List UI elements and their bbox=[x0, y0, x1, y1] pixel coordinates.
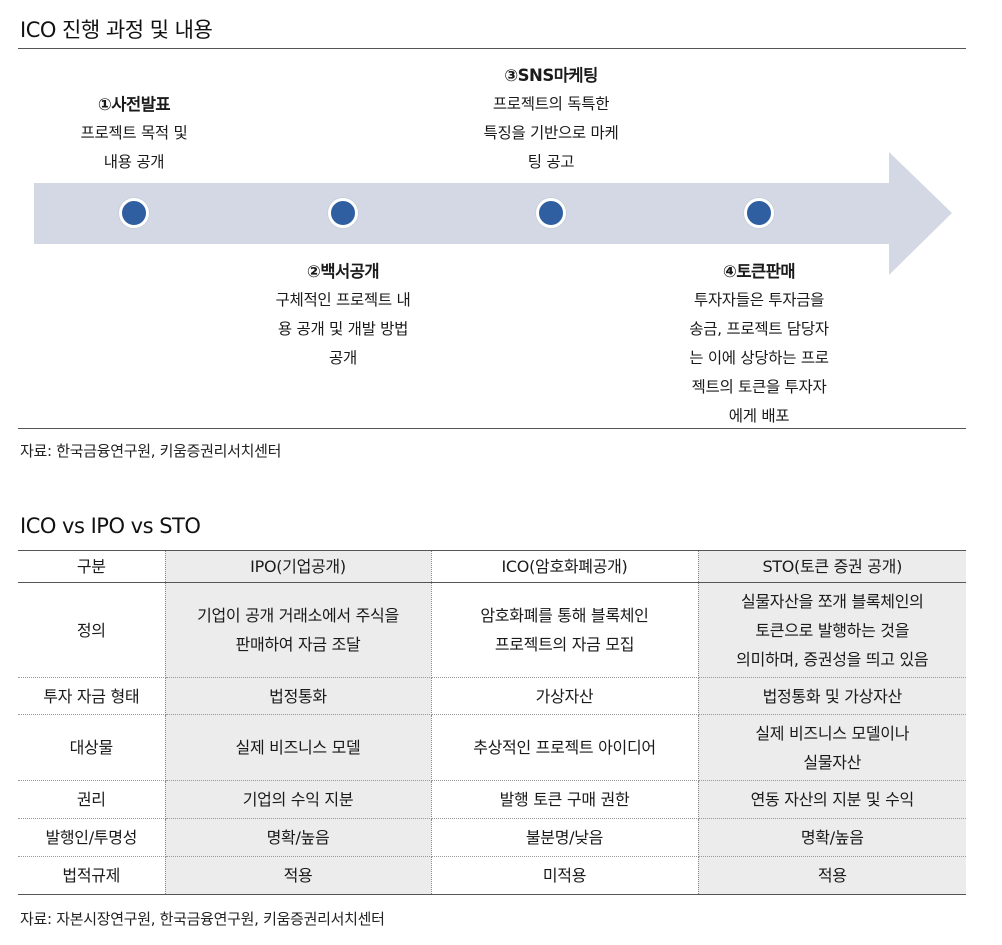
timeline-dot-3 bbox=[536, 198, 566, 228]
cell-sto: 연동 자산의 지분 및 수익 bbox=[697, 780, 966, 819]
header-sto: STO(토큰 증권 공개) bbox=[697, 550, 966, 583]
cell-ipo: 법정통화 bbox=[164, 677, 432, 715]
header-category: 구분 bbox=[18, 550, 166, 583]
timeline-step-1: ①사전발표 프로젝트 목적 및 내용 공개 bbox=[14, 90, 254, 177]
cell-ico: 추상적인 프로젝트 아이디어 bbox=[430, 714, 699, 781]
table-row: 투자 자금 형태 법정통화 가상자산 법정통화 및 가상자산 bbox=[18, 677, 966, 715]
timeline-step-2: ②백서공개 구체적인 프로젝트 내 용 공개 및 개발 방법 공개 bbox=[223, 257, 463, 373]
timeline-arrow bbox=[34, 152, 952, 275]
cell-sto: 실물자산을 쪼개 블록체인의 토큰으로 발행하는 것을 의미하며, 증권성을 띄… bbox=[697, 582, 966, 678]
row-label: 대상물 bbox=[18, 714, 166, 781]
cell-ico: 미적용 bbox=[430, 856, 699, 895]
cell-ico: 발행 토큰 구매 권한 bbox=[430, 780, 699, 819]
timeline-arrow-shape bbox=[34, 152, 952, 275]
row-label: 투자 자금 형태 bbox=[18, 677, 166, 715]
header-ipo: IPO(기업공개) bbox=[164, 550, 432, 583]
step-title: ④토큰판매 bbox=[722, 262, 796, 281]
table-row: 권리 기업의 수익 지분 발행 토큰 구매 권한 연동 자산의 지분 및 수익 bbox=[18, 780, 966, 819]
table-row: 대상물 실제 비즈니스 모델 추상적인 프로젝트 아이디어 실제 비즈니스 모델… bbox=[18, 714, 966, 781]
cell-sto: 법정통화 및 가상자산 bbox=[697, 677, 966, 715]
step-description: 투자자들은 투자금을 송금, 프로젝트 담당자 는 이에 상당하는 프로 젝트의… bbox=[689, 291, 829, 425]
section1-source: 자료: 한국금융연구원, 키움증권리서치센터 bbox=[20, 442, 282, 460]
cell-ipo: 명확/높음 bbox=[164, 818, 432, 857]
cell-ico: 암호화폐를 통해 블록체인 프로젝트의 자금 모집 bbox=[430, 582, 699, 678]
section1-title-rule bbox=[18, 48, 966, 49]
cell-ico: 불분명/낮음 bbox=[430, 818, 699, 857]
timeline-step-4: ④토큰판매 투자자들은 투자금을 송금, 프로젝트 담당자 는 이에 상당하는 … bbox=[639, 257, 879, 431]
step-title: ①사전발표 bbox=[97, 95, 171, 114]
step-description: 프로젝트의 독특한 특징을 기반으로 마케 팅 공고 bbox=[483, 95, 619, 171]
cell-sto: 실제 비즈니스 모델이나 실물자산 bbox=[697, 714, 966, 781]
section1-bottom-rule bbox=[18, 428, 966, 429]
row-label: 법적규제 bbox=[18, 856, 166, 895]
row-label: 권리 bbox=[18, 780, 166, 819]
comparison-table: 구분 IPO(기업공개) ICO(암호화폐공개) STO(토큰 증권 공개) 정… bbox=[18, 550, 966, 895]
timeline-step-3: ③SNS마케팅 프로젝트의 독특한 특징을 기반으로 마케 팅 공고 bbox=[431, 61, 671, 177]
table-header-row: 구분 IPO(기업공개) ICO(암호화폐공개) STO(토큰 증권 공개) bbox=[18, 550, 966, 583]
table-row: 발행인/투명성 명확/높음 불분명/낮음 명확/높음 bbox=[18, 818, 966, 857]
cell-ipo: 적용 bbox=[164, 856, 432, 895]
row-label: 발행인/투명성 bbox=[18, 818, 166, 857]
timeline-dot-4 bbox=[744, 198, 774, 228]
cell-sto: 명확/높음 bbox=[697, 818, 966, 857]
cell-ipo: 실제 비즈니스 모델 bbox=[164, 714, 432, 781]
table-row: 법적규제 적용 미적용 적용 bbox=[18, 856, 966, 895]
timeline-dot-2 bbox=[328, 198, 358, 228]
section1-title: ICO 진행 과정 및 내용 bbox=[20, 18, 213, 42]
ico-process-timeline: ①사전발표 프로젝트 목적 및 내용 공개 ②백서공개 구체적인 프로젝트 내 … bbox=[0, 0, 1002, 425]
row-label: 정의 bbox=[18, 582, 166, 678]
cell-ipo: 기업이 공개 거래소에서 주식을 판매하여 자금 조달 bbox=[164, 582, 432, 678]
step-description: 프로젝트 목적 및 내용 공개 bbox=[80, 124, 188, 171]
step-description: 구체적인 프로젝트 내 용 공개 및 개발 방법 공개 bbox=[275, 291, 411, 367]
header-ico: ICO(암호화폐공개) bbox=[430, 550, 699, 583]
table-row: 정의 기업이 공개 거래소에서 주식을 판매하여 자금 조달 암호화폐를 통해 … bbox=[18, 582, 966, 678]
cell-ipo: 기업의 수익 지분 bbox=[164, 780, 432, 819]
step-title: ②백서공개 bbox=[306, 262, 380, 281]
timeline-dot-1 bbox=[119, 198, 149, 228]
cell-ico: 가상자산 bbox=[430, 677, 699, 715]
section2-title: ICO vs IPO vs STO bbox=[20, 514, 201, 538]
section2-source: 자료: 자본시장연구원, 한국금융연구원, 키움증권리서치센터 bbox=[20, 910, 385, 928]
cell-sto: 적용 bbox=[697, 856, 966, 895]
step-title: ③SNS마케팅 bbox=[504, 66, 598, 85]
